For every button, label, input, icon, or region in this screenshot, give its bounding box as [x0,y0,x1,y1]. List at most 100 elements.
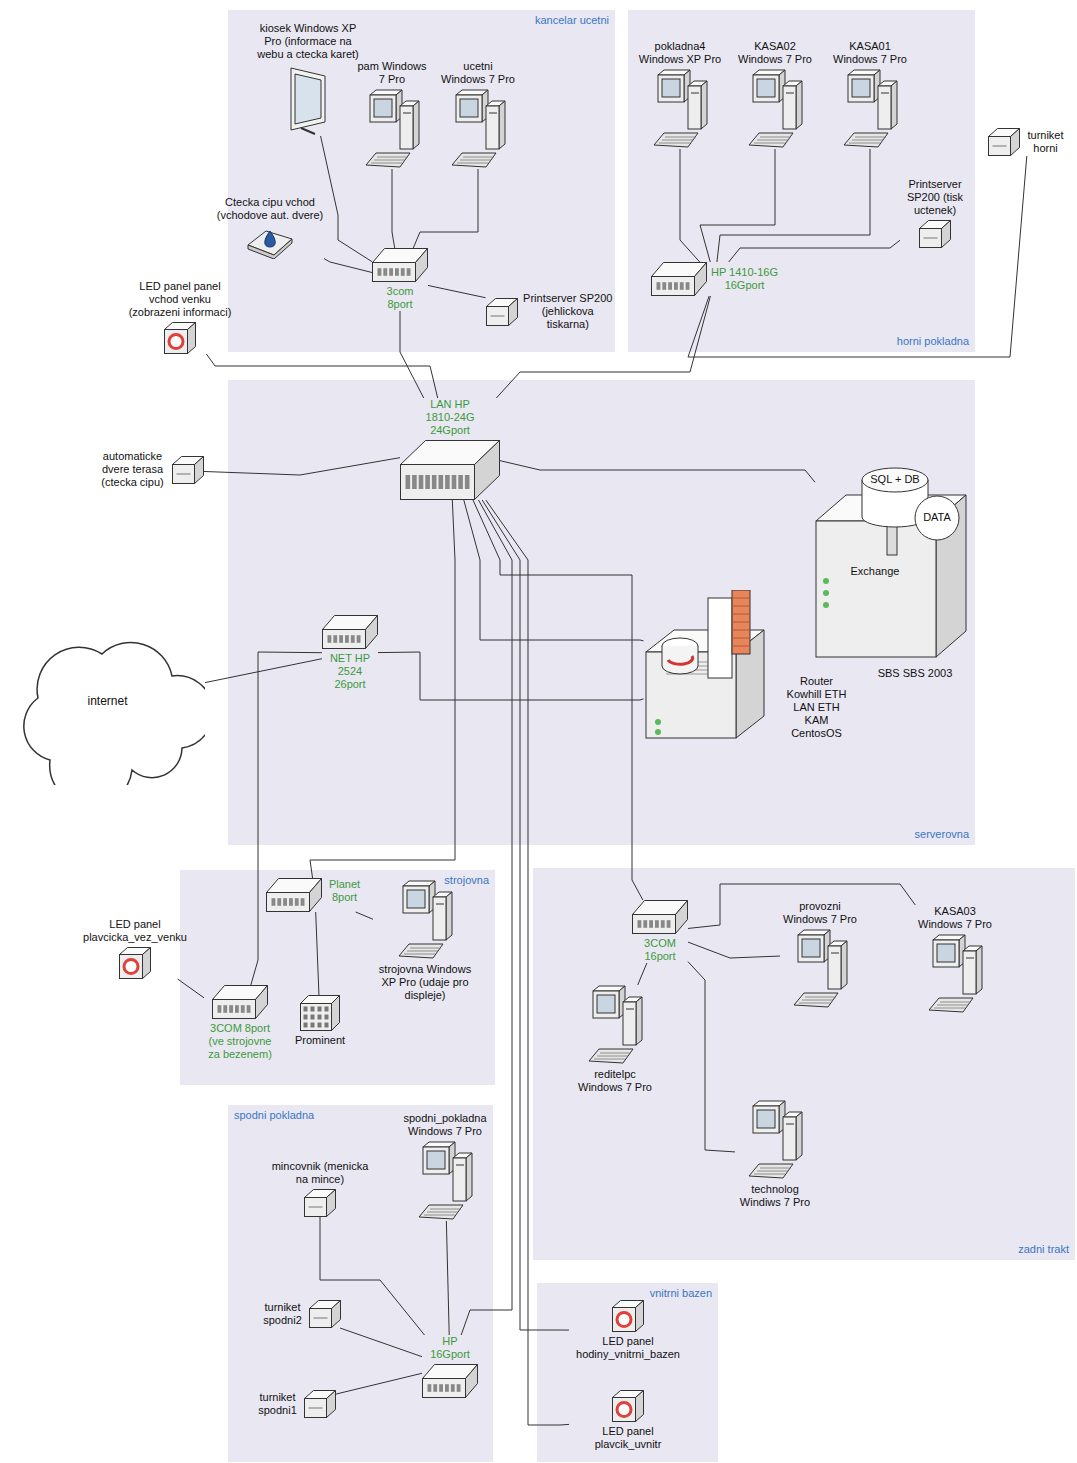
device-node: internet [10,620,205,785]
region-fill [228,380,975,845]
device-node: 3COM 16port [632,900,688,963]
pc-icon [364,89,420,169]
region-label: zadni trakt [1018,1243,1069,1256]
network-link [688,942,780,958]
pc-icon [450,89,506,169]
network-link [700,149,775,262]
region-band: spodni pokladnaspodni_pokladna Windows 7… [228,1105,493,1462]
device-label: turniket spodni1 [255,1391,301,1417]
network-link [400,311,424,398]
device-node: kiosek Windows XP Pro (informace na webu… [253,22,363,136]
region-label: serverovna [915,828,969,841]
device-node: LED panel plavcicka_vez_venku [79,918,191,979]
device-node: Printserver SP200 (jehlickova tiskarna) [486,292,616,331]
device-node: spodni_pokladna Windows 7 Pro [400,1112,490,1221]
device-node: ucetni Windows 7 Pro [440,60,516,169]
switch-icon [422,1364,478,1398]
network-link [428,285,486,297]
network-link [680,149,700,262]
device-label: Printserver SP200 (jehlickova tiskarna) [521,292,616,331]
device-node: KASA02 Windows 7 Pro [735,40,815,149]
device-node: KASA01 Windows 7 Pro [830,40,910,149]
pc-icon [587,985,643,1065]
router-icon [644,590,784,740]
network-link [324,259,372,273]
device-node: automaticke dvere terasa (ctecka cipu) [97,450,204,489]
device-node: KASA03 Windows 7 Pro [915,905,995,1014]
region-fill [228,10,615,352]
device-label: turniket spodni2 [260,1301,306,1327]
device-label: automaticke dvere terasa (ctecka cipu) [97,450,169,489]
switch-label: LAN HP 1810-24G 24Gport [415,398,485,437]
device-label: provozni Windows 7 Pro [780,900,860,926]
device-label: LED panel plavcicka_vez_venku [79,918,191,944]
network-link [717,149,870,262]
device-label: LED panel panel vchod venku (zobrazeni i… [124,280,236,319]
device-label: Printserver SP200 (tisk uctenek) [900,178,970,217]
network-link [310,500,455,878]
device-node: 3com 8port [372,248,428,311]
pc-icon [417,1141,473,1221]
network-link [320,1217,425,1335]
device-label: strojovna Windows XP Pro (udaje pro disp… [373,963,477,1002]
network-link [378,652,644,700]
device-label: pokladna4 Windows XP Pro [638,40,722,66]
region-band: serverovna LAN HP 1810-24G 24GportNET HP … [228,380,975,845]
device-label: mincovnik (menicka na mince) [270,1160,370,1186]
switch-icon [322,615,378,649]
box-icon [172,456,204,484]
network-link [500,461,815,483]
switch-icon [212,985,268,1019]
network-link [205,659,322,683]
network-link [206,354,437,398]
device-label: ucetni Windows 7 Pro [440,60,516,86]
device-node: HP 1410-16G 16Gport [651,262,780,296]
device-node: Ctecka cipu vchod (vchodove aut. dvere) [216,196,324,259]
device-node: LAN HP 1810-24G 24Gport [400,398,500,500]
device-node: SQL + DBDATAExchangeSBS SBS 2003 [815,455,975,705]
device-node: LED panel plavcik_uvnitr [569,1390,687,1451]
switch-icon [372,248,428,282]
device-node: turniket horni [988,128,1069,156]
switch-label: NET HP 2524 26port [326,652,374,691]
box-icon [486,298,518,326]
device-label: KASA02 Windows 7 Pro [735,40,815,66]
pc-icon [792,929,848,1009]
device-node: reditelpc Windows 7 Pro [575,985,655,1094]
box-icon [988,128,1020,156]
network-link [413,169,478,248]
device-label: LED panel plavcik_uvnitr [569,1425,687,1451]
region-band: zadni trakt 3COM 16port provozni Windows 7… [533,868,1075,1260]
region-fill [537,1283,718,1462]
switch-label: HP 1410-16G 16Gport [710,266,780,292]
region-band: strojovnaPlanet 8portstrojovna Windows X… [180,870,495,1085]
network-link [336,1373,423,1394]
device-node: provozni Windows 7 Pro [780,900,860,1009]
device-label: LED panel hodiny_vnitrni_bazen [569,1335,687,1361]
box-icon [919,220,951,248]
switch-icon [632,900,688,934]
network-link [473,500,643,900]
network-link [178,979,204,998]
device-label: pam Windows 7 Pro [354,60,430,86]
device-node: Planet 8port [266,878,365,912]
network-link [251,652,322,985]
switch-label: 3com 8port [380,285,420,311]
monitor-icon [285,64,331,136]
led-icon [119,947,151,979]
device-node: LED panel hodiny_vnitrni_bazen [569,1300,687,1361]
device-label: spodni_pokladna Windows 7 Pro [400,1112,490,1138]
device-label: kiosek Windows XP Pro (informace na webu… [253,22,363,61]
device-node: Router Kowhill ETH LAN ETH KAM CentosOS [644,590,847,740]
switch-label: 3COM 16port [640,937,680,963]
network-link [729,240,900,262]
device-node: Printserver SP200 (tisk uctenek) [900,178,970,248]
network-link [486,500,569,1425]
network-link [204,458,401,475]
network-link [688,156,1027,357]
device-node: turniket spodni2 [260,1300,341,1328]
network-link [688,962,735,1152]
device-label: SBS SBS 2003 [875,667,955,680]
big-icon [400,440,500,500]
